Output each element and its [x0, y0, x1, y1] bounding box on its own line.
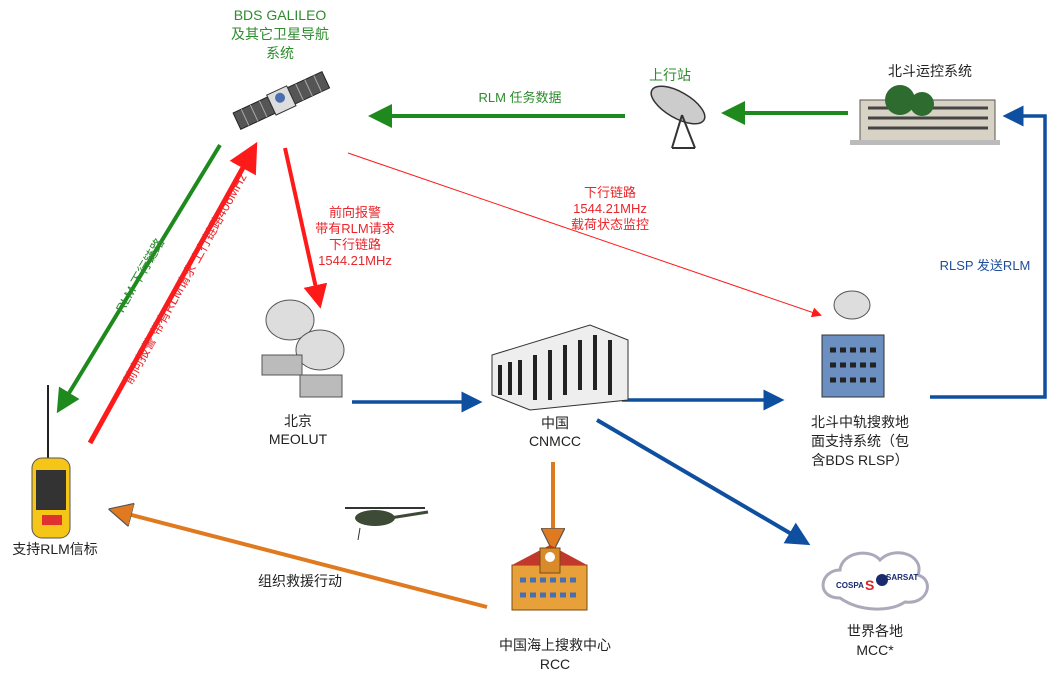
- cospas-sarsat-cloud-logo: COSPA S SARSAT: [821, 551, 929, 611]
- payload-monitor-line-1: 下行链路: [583, 185, 636, 200]
- rlsp-label-1: 北斗中轨搜救地: [811, 414, 909, 430]
- mcc-label-1: 世界各地: [847, 623, 903, 639]
- uplink-station-label: 上行站: [649, 67, 691, 83]
- svg-text:S: S: [865, 577, 874, 593]
- payload-monitor-line-3: 载荷状态监控: [570, 217, 649, 232]
- rlsp-label-2: 面支持系统（包: [811, 433, 909, 449]
- meolut-antenna-icon: [261, 299, 345, 398]
- svg-text:COSPA: COSPA: [836, 581, 864, 590]
- helicopter-icon: [345, 507, 429, 541]
- bds-control-label: 北斗运控系统: [888, 63, 972, 79]
- meolut-label: MEOLUT: [268, 431, 328, 447]
- satellite-subtitle-1: 及其它卫星导航: [231, 26, 329, 42]
- bds-control-building-icon: [850, 85, 1000, 145]
- forward-alert-line-4: 1544.21MHz: [318, 253, 392, 268]
- rlm-beacon-icon: [31, 385, 71, 539]
- satellite-subtitle-2: 系统: [266, 45, 294, 61]
- arrow-cnmcc-to-mcc: [595, 418, 811, 546]
- satellite-icon: [232, 70, 331, 131]
- forward-alert-line-1: 前向报警: [328, 205, 381, 220]
- bds-rlsp-station-icon: [821, 290, 885, 398]
- rcc-label-2: RCC: [539, 656, 571, 672]
- beacon-label: 支持RLM信标: [12, 541, 98, 557]
- arrow-rlm-downlink: [56, 143, 222, 414]
- rcc-building-icon: [511, 545, 588, 611]
- arrow-rescue-action: [120, 512, 488, 609]
- arrow-uplink-406: [87, 141, 258, 445]
- cnmcc-label: CNMCC: [528, 433, 582, 449]
- cnmcc-building-icon: [491, 324, 629, 411]
- label-rlsp-send-rlm: RLSP 发送RLM: [939, 258, 1031, 273]
- payload-monitor-line-2: 1544.21MHz: [573, 201, 647, 216]
- svg-text:SARSAT: SARSAT: [886, 573, 918, 582]
- label-rescue-action: 组织救援行动: [258, 573, 342, 589]
- rcc-label-1: 中国海上搜救中心: [499, 637, 611, 653]
- arrow-payload-monitor: [347, 152, 822, 318]
- uplink-station-dish-icon: [650, 85, 706, 149]
- rlsp-label-3: 含BDS RLSP）: [811, 452, 909, 468]
- arrow-rlsp-send-rlm: [930, 105, 1047, 399]
- arrow-forward-alert: [283, 147, 328, 309]
- satellite-title: BDS GALILEO: [233, 7, 327, 23]
- mcc-label-2: MCC*: [856, 642, 894, 658]
- beijing-label: 北京: [284, 413, 312, 429]
- label-rlm-task-data: RLM 任务数据: [478, 90, 562, 105]
- forward-alert-line-2: 带有RLM请求: [315, 221, 395, 236]
- china-label: 中国: [541, 415, 569, 431]
- forward-alert-line-3: 下行链路: [328, 237, 381, 252]
